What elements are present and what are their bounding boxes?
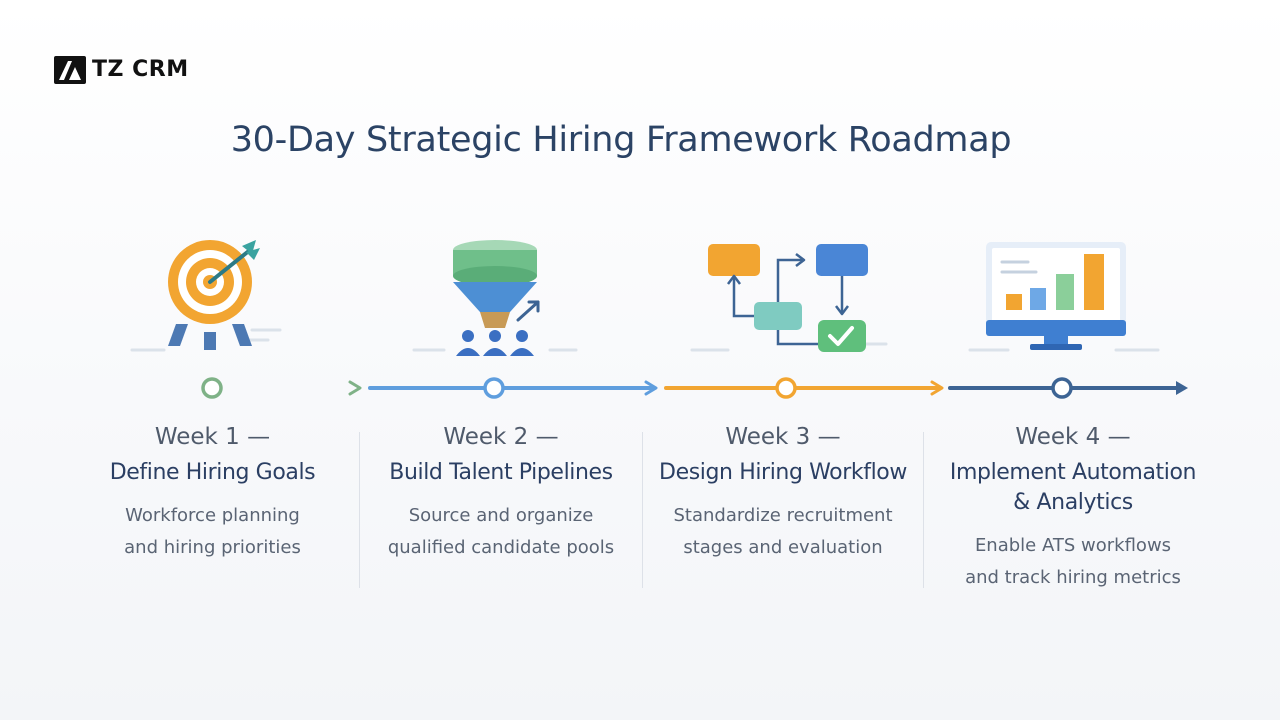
stage-description: Standardize recruitment stages and evalu… (673, 505, 893, 558)
timeline-node-week-2[interactable] (483, 377, 505, 399)
timeline-node-week-4[interactable] (1051, 377, 1073, 399)
brand-name: TZ CRM (92, 57, 189, 82)
stage-description: Enable ATS workflows and track hiring me… (965, 535, 1181, 588)
divider-2 (642, 432, 643, 588)
funnel-icon (412, 240, 578, 356)
stage-week-label: Week 1 — (154, 424, 271, 450)
target-icon (130, 240, 282, 352)
brand-logo[interactable]: TZ CRM (54, 56, 189, 84)
analytics-monitor-icon (968, 242, 1160, 352)
stage-description: Workforce planning and hiring priorities (124, 505, 301, 558)
workflow-icon (690, 244, 888, 352)
timeline-segment-week-4 (948, 377, 1188, 399)
divider-3 (923, 432, 924, 588)
stage-title: Implement Automation & Analytics (949, 460, 1197, 515)
stage-week-2[interactable]: Week 2 — Build Talent Pipelines Source a… (362, 420, 640, 564)
divider-1 (359, 432, 360, 588)
stage-title: Design Hiring Workflow (659, 460, 907, 485)
page-title: 30-Day Strategic Hiring Framework Roadma… (230, 120, 1012, 160)
timeline-segment-week-2 (368, 377, 658, 399)
timeline-node-week-1[interactable] (201, 377, 223, 399)
stage-week-label: Week 4 — (1015, 424, 1131, 450)
stage-week-1[interactable]: Week 1 — Define Hiring Goals Workforce p… (70, 420, 355, 564)
timeline-segment-week-3 (664, 377, 944, 399)
stage-week-4[interactable]: Week 4 — Implement Automation & Analytic… (926, 420, 1220, 594)
stage-week-label: Week 2 — (443, 424, 559, 450)
logo-mark-icon (54, 56, 86, 84)
timeline-node-week-3[interactable] (775, 377, 797, 399)
stage-description: Source and organize qualified candidate … (387, 505, 615, 558)
stage-title: Define Hiring Goals (109, 460, 316, 485)
stage-week-3[interactable]: Week 3 — Design Hiring Workflow Standard… (645, 420, 921, 564)
stage-week-label: Week 3 — (725, 424, 841, 450)
timeline-segment-week-1 (88, 377, 362, 399)
stage-title: Build Talent Pipelines (389, 460, 613, 485)
